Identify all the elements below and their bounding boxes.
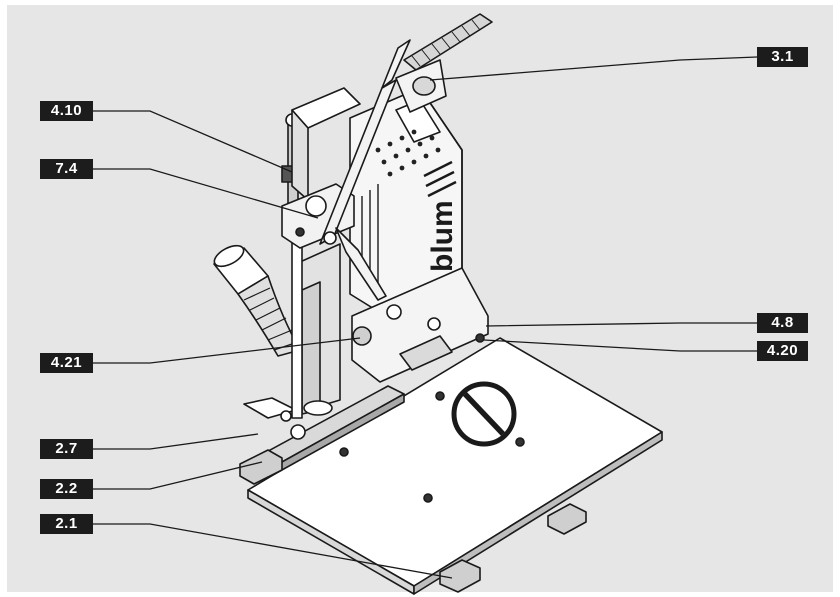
leader-line-7.4 [93, 168, 319, 219]
base-table [247, 337, 663, 595]
leader-line-4.8 [485, 322, 757, 327]
suction-hose [213, 244, 301, 357]
callout-4.20: 4.20 [757, 341, 808, 361]
callout-4.10: 4.10 [40, 101, 93, 121]
table-feet [439, 503, 587, 593]
leader-line-4.20 [483, 339, 757, 352]
leader-line-2.7 [93, 433, 259, 450]
leader-line-2.2 [93, 461, 263, 490]
leader-line-3.1 [429, 56, 758, 81]
leader-line-2.1 [93, 523, 453, 579]
callout-3.1: 3.1 [757, 47, 808, 67]
callout-2.7: 2.7 [40, 439, 93, 459]
callout-7.4: 7.4 [40, 159, 93, 179]
lever-arm [319, 13, 493, 301]
fence-rail [239, 385, 405, 485]
callout-2.2: 2.2 [40, 479, 93, 499]
brand-lettering: blum [426, 200, 459, 272]
no-symbol-icon [451, 381, 517, 447]
front-block [351, 267, 489, 383]
leader-line-4.10 [93, 110, 293, 173]
leader-lines [93, 56, 758, 579]
callout-4.21: 4.21 [40, 353, 93, 373]
callout-2.1: 2.1 [40, 514, 93, 534]
callout-4.8: 4.8 [757, 313, 808, 333]
column-assembly [291, 237, 341, 419]
leader-line-4.21 [93, 337, 361, 364]
